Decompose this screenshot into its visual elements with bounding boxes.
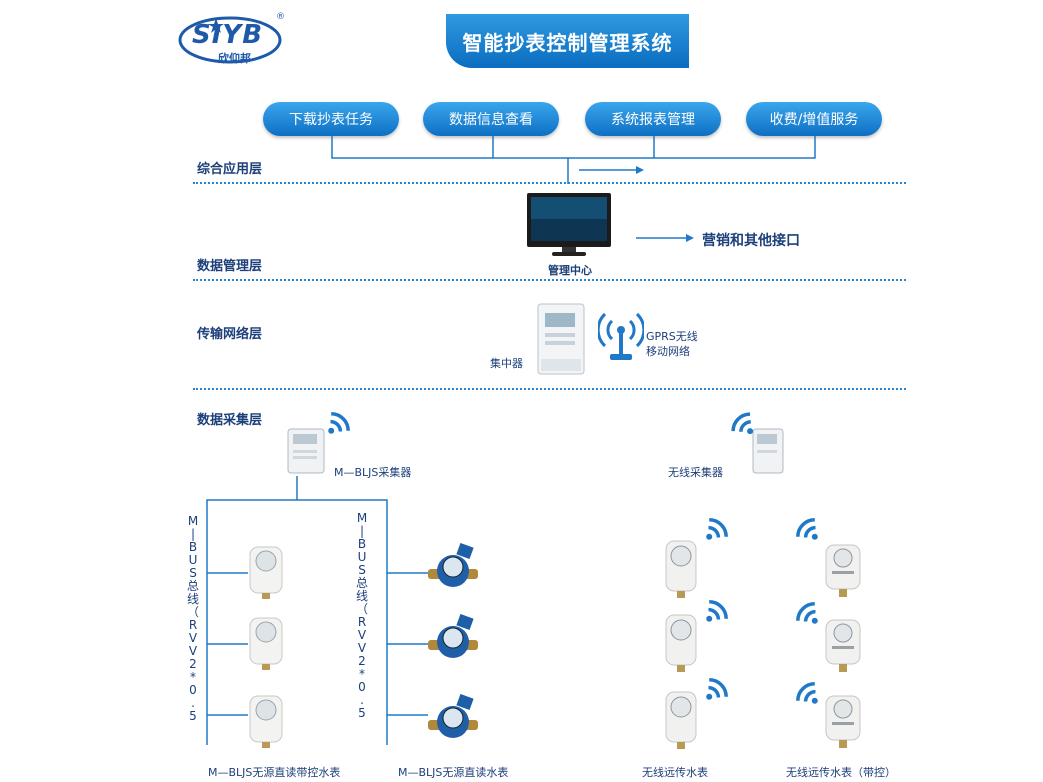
- wifi-icon: [328, 412, 350, 434]
- concentrator-label: 集中器: [490, 357, 523, 370]
- wifi-icon: [706, 678, 728, 700]
- wireless-collector-icon: [752, 428, 784, 474]
- wireless-collector-label: 无线采集器: [668, 466, 723, 479]
- mbus-collector-icon: [287, 428, 325, 474]
- management-center-label: 管理中心: [548, 264, 592, 277]
- monitor-icon: [527, 193, 611, 256]
- layer-data-mgmt-label: 数据管理层: [197, 259, 263, 274]
- data-view-button[interactable]: 数据信息查看: [423, 102, 559, 136]
- logo-subtext: 欣仰邦: [218, 52, 251, 65]
- water-meter-icon: [249, 695, 283, 748]
- wifi-icon: [796, 518, 818, 540]
- gprs-label-1: GPRS无线: [646, 330, 698, 343]
- wifi-icon: [796, 682, 818, 704]
- bottom-label-mbus: M—BLJS无源直读水表: [398, 766, 509, 779]
- logo-text: SIYB: [192, 20, 264, 50]
- blue-water-meter-icon: [428, 543, 478, 587]
- logo-registered: ®: [276, 12, 285, 22]
- wifi-icon: [731, 412, 754, 435]
- layer-transport-label: 传输网络层: [197, 327, 263, 342]
- report-manage-button[interactable]: 系统报表管理: [585, 102, 721, 136]
- blue-water-meter-icon: [428, 614, 478, 658]
- bottom-label-wireless-valve: 无线远传水表（带控）: [786, 766, 896, 779]
- wireless-meter-icon: [665, 614, 697, 672]
- gprs-antenna-icon: [598, 312, 644, 360]
- wireless-meter-icon: [665, 691, 697, 749]
- bus-label-right: M | B U S 总 线 （ R V V 2 * 0 . 5: [355, 511, 369, 720]
- logo: SIYB 欣仰邦 ®: [178, 12, 288, 66]
- layer-collect-label: 数据采集层: [197, 413, 263, 428]
- concentrator-icon: [537, 303, 585, 375]
- bottom-label-mbus-valve: M—BLJS无源直读带控水表: [208, 766, 341, 779]
- mbus-collector-label: M—BLJS采集器: [334, 466, 412, 479]
- bus-label-left: M | B U S 总 线 （ R V V 2 * 0 . 5: [186, 514, 200, 723]
- wireless-meter-icon: [665, 540, 697, 598]
- download-task-button[interactable]: 下载抄表任务: [263, 102, 399, 136]
- wifi-icon: [706, 600, 728, 622]
- wireless-valve-meter-icon: [825, 695, 861, 748]
- water-meter-icon: [249, 617, 283, 670]
- wireless-valve-meter-icon: [825, 544, 861, 597]
- arrow-icon: [636, 234, 694, 242]
- gprs-label-2: 移动网络: [646, 345, 690, 358]
- bottom-label-wireless: 无线远传水表: [642, 766, 708, 779]
- marketing-interface-label: 营销和其他接口: [702, 233, 800, 249]
- layer-app-label: 综合应用层: [197, 162, 263, 177]
- wireless-valve-meter-icon: [825, 619, 861, 672]
- separator-3: [193, 388, 906, 390]
- charge-service-button[interactable]: 收费/增值服务: [746, 102, 882, 136]
- wifi-icon: [706, 518, 728, 540]
- water-meter-icon: [249, 546, 283, 599]
- blue-water-meter-icon: [428, 694, 478, 738]
- separator-2: [193, 279, 906, 281]
- separator-1: [193, 182, 906, 184]
- page-title: 智能抄表控制管理系统: [446, 14, 689, 68]
- wifi-icon: [796, 602, 818, 624]
- top-connector-lines: [331, 136, 816, 184]
- logo-mark: [178, 16, 282, 64]
